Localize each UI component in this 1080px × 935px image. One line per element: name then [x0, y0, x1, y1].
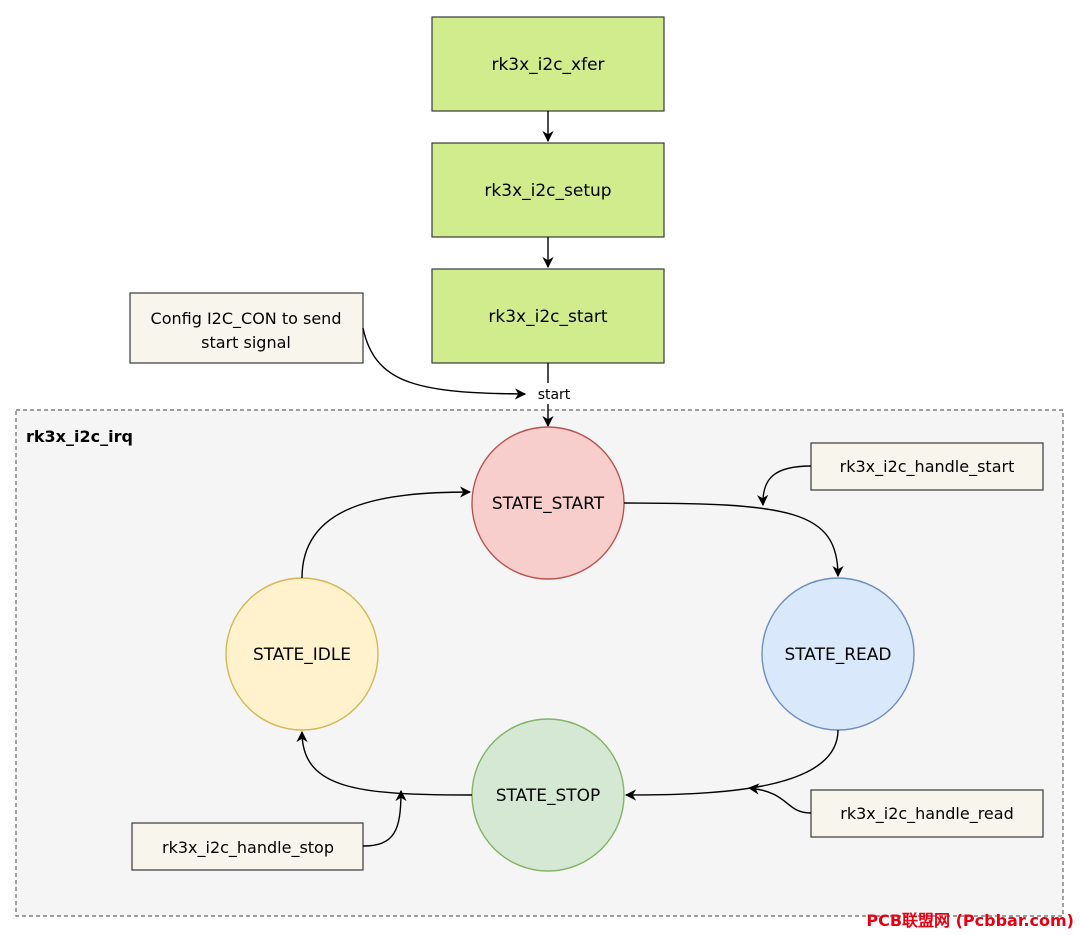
transition-idle-to-start — [301, 486, 472, 579]
process-box-xfer-label: rk3x_i2c_xfer — [491, 55, 604, 75]
edge-label-start: start — [538, 387, 571, 403]
state-start-label: STATE_START — [492, 494, 605, 514]
note-handle-stop: rk3x_i2c_handle_stop — [131, 822, 364, 871]
note-config-line2: start signal — [201, 333, 291, 352]
note-handle-start: rk3x_i2c_handle_start — [810, 442, 1044, 491]
note-handle-stop-label: rk3x_i2c_handle_stop — [162, 838, 334, 858]
arrow-handle-start-to-transition — [757, 465, 812, 507]
note-handle-start-label: rk3x_i2c_handle_start — [840, 457, 1015, 477]
state-read-label: STATE_READ — [784, 645, 891, 665]
process-box-setup[interactable]: rk3x_i2c_setup — [431, 142, 665, 238]
state-stop-label: STATE_STOP — [496, 786, 601, 806]
arrow-handle-stop-to-transition — [362, 789, 407, 847]
transition-read-to-stop — [624, 729, 839, 801]
note-config-i2c-con: Config I2C_CON to send start signal — [129, 292, 364, 364]
state-idle-label: STATE_IDLE — [253, 645, 351, 665]
note-handle-read-label: rk3x_i2c_handle_read — [840, 804, 1013, 824]
process-box-setup-label: rk3x_i2c_setup — [484, 181, 611, 201]
state-read[interactable]: STATE_READ — [761, 577, 915, 731]
arrow-handle-read-to-transition — [747, 783, 812, 814]
process-box-start[interactable]: rk3x_i2c_start — [431, 268, 665, 364]
watermark-text: PCB联盟网 (Pcbbar.com) — [866, 911, 1074, 930]
state-start[interactable]: STATE_START — [471, 426, 625, 580]
irq-group-title: rk3x_i2c_irq — [26, 427, 133, 446]
process-box-start-label: rk3x_i2c_start — [488, 307, 608, 327]
note-handle-read: rk3x_i2c_handle_read — [810, 789, 1044, 838]
state-idle[interactable]: STATE_IDLE — [225, 577, 379, 731]
process-box-xfer[interactable]: rk3x_i2c_xfer — [431, 16, 665, 112]
transition-start-to-read — [623, 502, 844, 578]
state-stop[interactable]: STATE_STOP — [471, 718, 625, 872]
transition-stop-to-idle — [296, 730, 473, 796]
note-config-line1: Config I2C_CON to send — [151, 309, 342, 329]
arrow-config-to-start-edge — [362, 327, 527, 400]
